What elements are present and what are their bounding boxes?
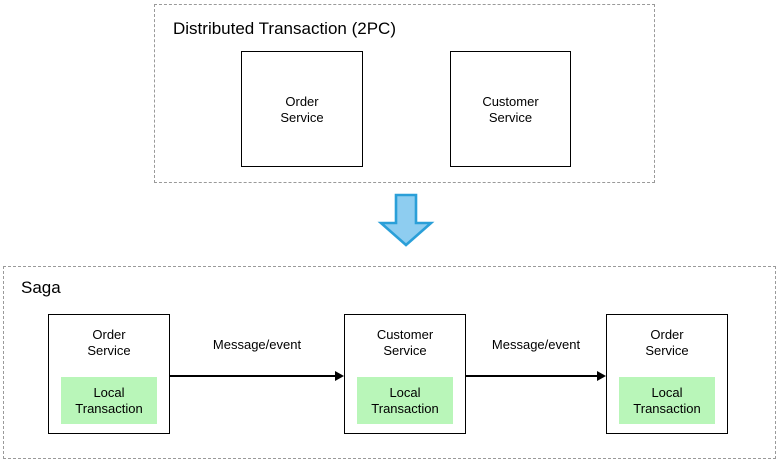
connector-label-message-event-1: Message/event	[212, 337, 302, 352]
group-title-saga: Saga	[21, 278, 61, 297]
local-transaction-badge-3: Local Transaction	[619, 377, 715, 424]
group-saga: Saga	[3, 266, 776, 459]
service-label-customer-2pc: Customer Service	[482, 94, 539, 125]
local-transaction-badge-2: Local Transaction	[357, 377, 453, 424]
connector-arrow-2	[466, 371, 606, 381]
service-label-order-saga-2: Order Service	[645, 327, 689, 358]
connector-label-message-event-2: Message/event	[491, 337, 581, 352]
service-label-order-2pc: Order Service	[280, 94, 324, 125]
connector-arrow-shaft-1	[170, 375, 335, 377]
group-title-distributed-transaction: Distributed Transaction (2PC)	[173, 19, 396, 38]
service-box-customer-2pc: Customer Service	[450, 51, 571, 167]
local-transaction-badge-1: Local Transaction	[61, 377, 157, 424]
service-box-customer-saga: Customer Service Local Transaction	[344, 314, 466, 434]
connector-arrow-shaft-2	[466, 375, 597, 377]
service-box-order-saga-1: Order Service Local Transaction	[48, 314, 170, 434]
service-box-order-2pc: Order Service	[241, 51, 363, 167]
group-distributed-transaction: Distributed Transaction (2PC)	[154, 4, 655, 183]
service-label-customer-saga: Customer Service	[376, 327, 434, 358]
service-label-order-saga-1: Order Service	[87, 327, 131, 358]
down-arrow-icon	[377, 193, 435, 247]
connector-arrow-head-2	[597, 371, 606, 381]
connector-arrow-1	[170, 371, 344, 381]
connector-arrow-head-1	[335, 371, 344, 381]
service-box-order-saga-2: Order Service Local Transaction	[606, 314, 728, 434]
